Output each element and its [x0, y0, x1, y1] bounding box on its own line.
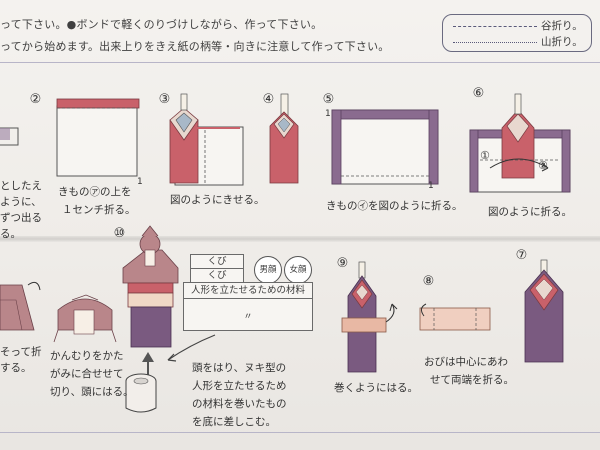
step-number-9: ⑨	[336, 256, 349, 271]
marker-num-1c: 1	[428, 181, 434, 191]
caption-left-top-c: ずつ出る	[0, 212, 42, 224]
fold-legend: 谷折り。 山折り。	[442, 14, 592, 52]
step5-diagram	[331, 109, 439, 185]
marker-num-1b: 1	[325, 109, 331, 119]
marker-circle-2: ②	[538, 159, 548, 172]
top-band-line	[0, 62, 600, 63]
step-number-5: ⑤	[322, 92, 335, 107]
legend-valley-fold: 谷折り。	[453, 18, 583, 33]
step9-diagram	[341, 261, 398, 373]
stand-material-card: 人形を立たせるための材料 〃	[183, 282, 313, 331]
caption-step5: きもの㋑を図のように折る。	[326, 200, 463, 212]
caption-step10-b: 人形を立たせるため	[192, 380, 287, 392]
paper-fold-crease	[0, 236, 600, 242]
male-face-token: 男顔	[254, 256, 282, 284]
neck-label-1: くび	[190, 254, 244, 269]
legend-mountain-label: 山折り。	[541, 36, 583, 48]
header-line-1: って下さい。●ボンドで軽くのりづけしながら、作って下さい。	[0, 18, 323, 31]
step6-diagram	[469, 93, 571, 193]
legend-mountain-fold: 山折り。	[453, 34, 583, 49]
neck-label-2: くび	[190, 268, 244, 283]
stand-material-note: 〃	[243, 312, 253, 322]
left-partial-diagram	[0, 127, 19, 146]
step-number-6: ⑥	[472, 86, 485, 101]
step-number-10: ⑩	[113, 226, 126, 241]
mountain-fold-line	[453, 41, 537, 43]
left-bottom-diagrams	[0, 281, 117, 343]
step10-diagram	[122, 225, 216, 413]
step-number-3: ③	[158, 92, 171, 107]
caption-step10-c: の材料を巻いたもの	[192, 398, 287, 410]
header-line-2: ってから始めます。出来上りをきえ紙の柄等・向きに注意して作って下さい。	[0, 40, 390, 53]
stand-material-title: 人形を立たせるための材料	[184, 283, 312, 299]
caption-left-bottom-b: する。	[0, 362, 32, 374]
valley-fold-line	[453, 25, 537, 27]
caption-step6: 図のように折る。	[488, 206, 572, 218]
step-number-8: ⑧	[422, 274, 435, 289]
caption-kanmuri-c: 切り、頭にはる。	[50, 386, 134, 398]
bottom-band-line	[0, 432, 600, 433]
caption-step8-b: せて両端を折る。	[430, 374, 514, 386]
step8-diagram	[419, 303, 491, 331]
step-number-2: ②	[29, 92, 42, 107]
caption-step3: 図のようにきせる。	[170, 194, 265, 206]
step-number-4: ④	[262, 92, 275, 107]
caption-step10-d: を底に差しこむ。	[192, 416, 276, 428]
caption-step8-a: おびは中心にあわ	[424, 356, 508, 368]
caption-step9: 巻くようにはる。	[334, 382, 418, 394]
caption-kanmuri-b: がみに合せせて	[50, 368, 124, 380]
caption-left-bottom-a: そって折	[0, 346, 42, 358]
caption-step10-a: 頭をはり、ヌキ型の	[192, 362, 287, 374]
caption-step2-a: きもの㋐の上を	[58, 186, 132, 198]
marker-circle-1: ①	[480, 149, 490, 162]
caption-left-top-a: としたえ	[0, 180, 42, 192]
step7-diagram	[524, 259, 564, 363]
female-face-token: 女顔	[284, 256, 312, 284]
step2-diagram	[56, 98, 140, 177]
marker-num-1a: 1	[137, 177, 143, 187]
step4-diagram	[269, 93, 299, 184]
caption-kanmuri-a: かんむりをかた	[50, 350, 124, 362]
caption-left-top-b: ように、	[0, 196, 42, 208]
step-number-7: ⑦	[515, 248, 528, 263]
caption-left-top-d: る。	[0, 228, 21, 240]
step3-diagram	[169, 93, 244, 186]
caption-step2-b: １センチ折る。	[62, 204, 136, 216]
legend-valley-label: 谷折り。	[541, 20, 583, 32]
